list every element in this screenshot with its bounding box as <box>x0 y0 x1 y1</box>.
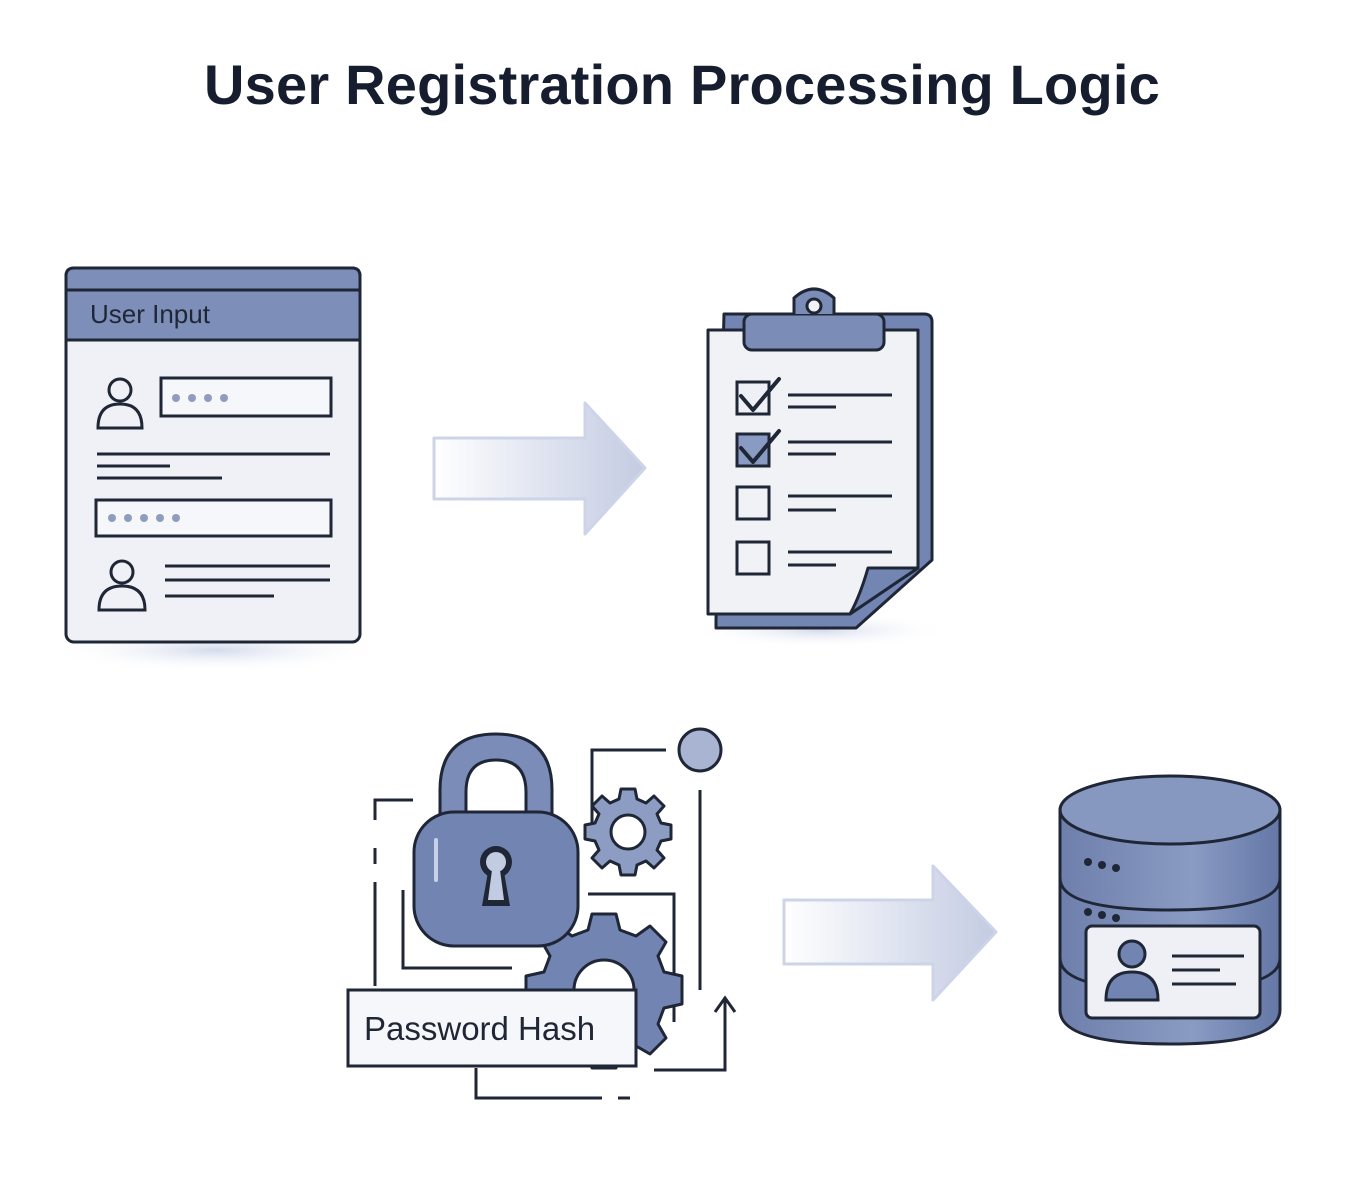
arrow-right-icon <box>782 864 998 1002</box>
database-icon <box>1058 774 1282 1046</box>
user-input-window: User Input <box>45 266 385 672</box>
user-avatar-icon <box>96 377 144 430</box>
user-input-label: User Input <box>90 299 211 329</box>
arrow-right-icon <box>432 401 647 536</box>
diagram-title: User Registration Processing Logic <box>204 53 1160 116</box>
user-avatar-icon <box>97 559 147 612</box>
password-hash-label: Password Hash <box>364 1010 595 1047</box>
masked-dots <box>172 394 228 402</box>
password-field <box>94 498 333 538</box>
padlock-gear-icon: Password Hash <box>346 727 737 1100</box>
user-record-card <box>1084 924 1262 1020</box>
user-avatar-icon <box>1104 939 1160 1002</box>
username-field <box>159 376 333 418</box>
clipboard-checklist-icon <box>690 287 950 648</box>
masked-dots <box>108 514 180 522</box>
